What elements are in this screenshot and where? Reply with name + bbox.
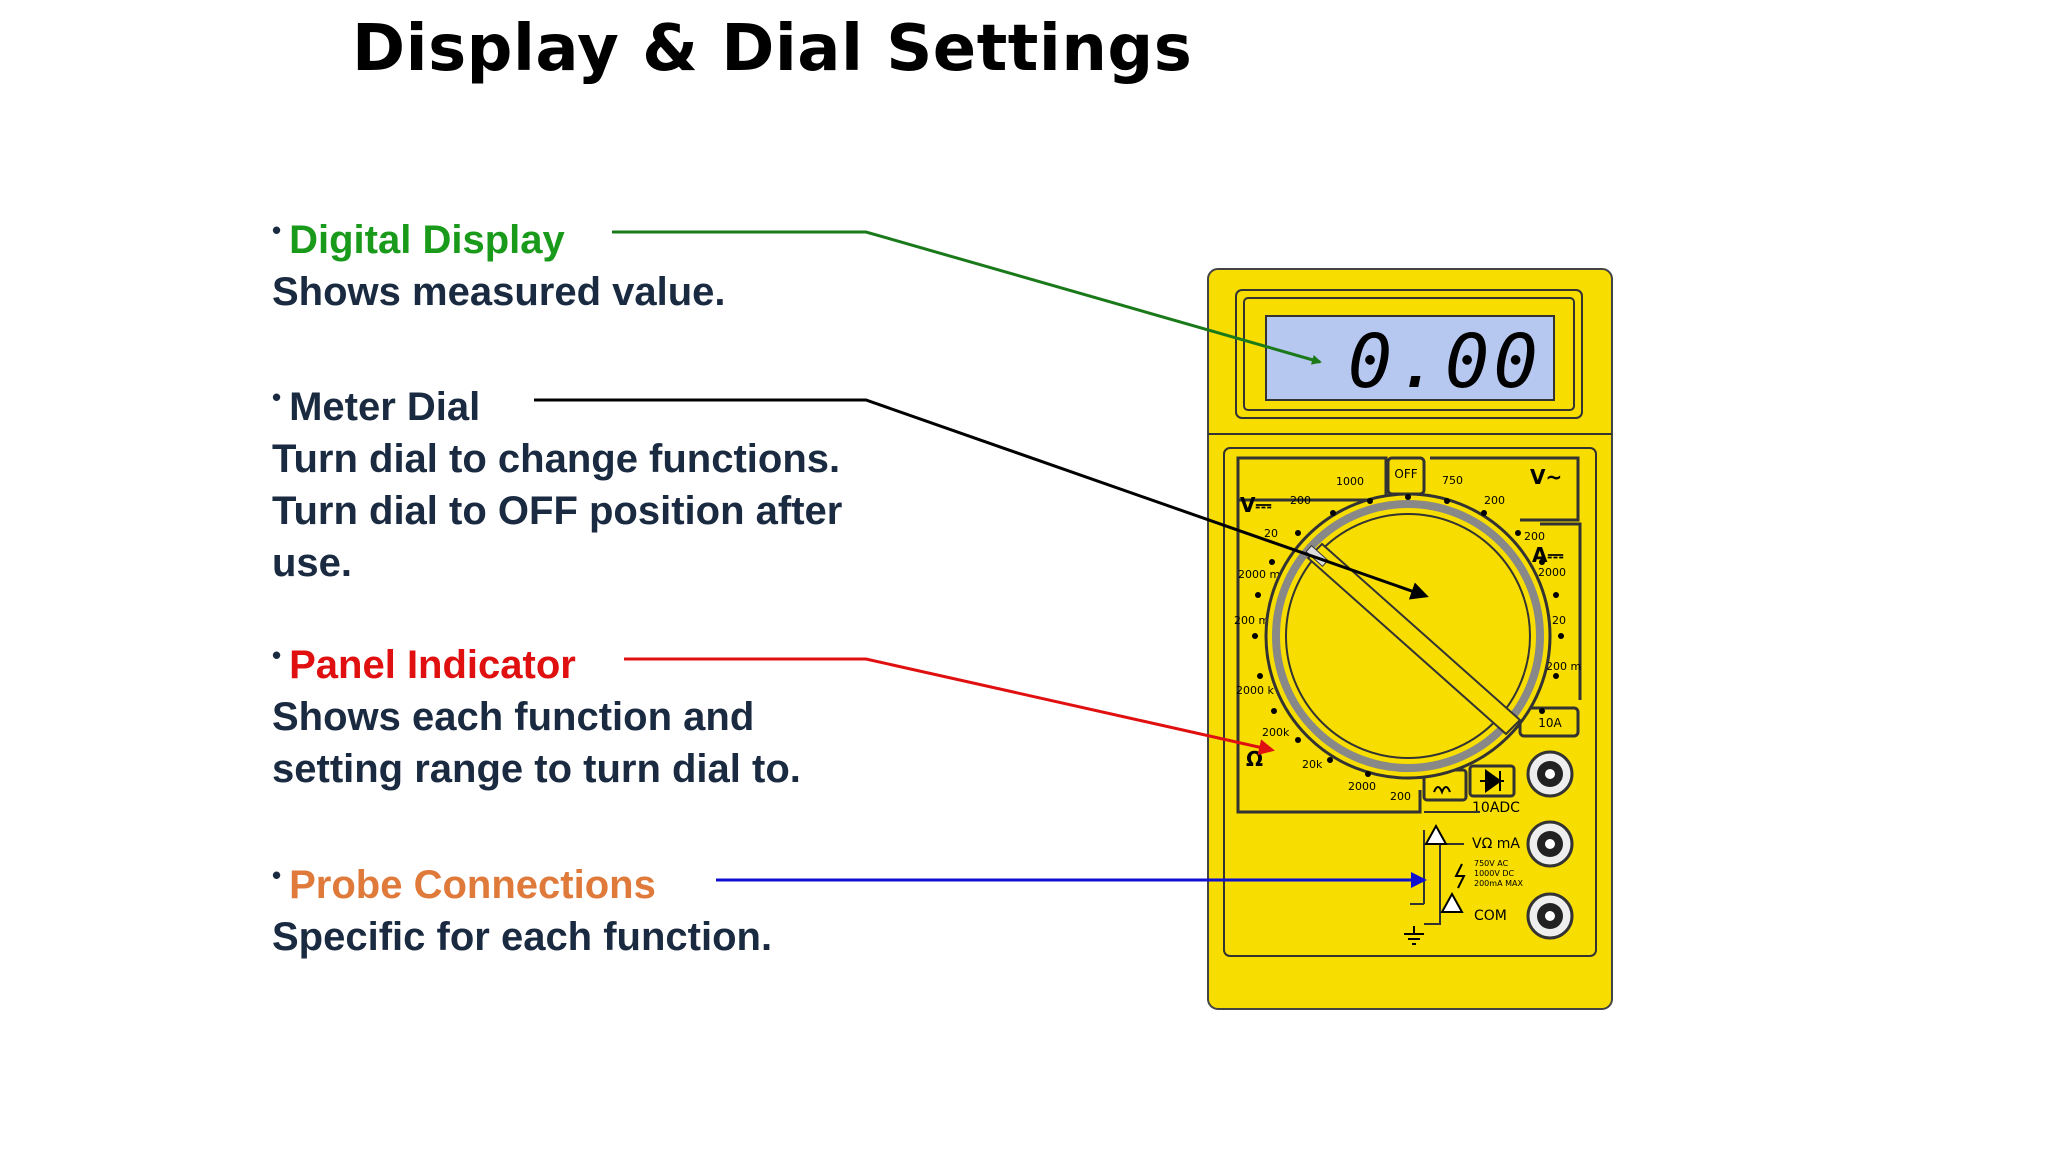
bullet-heading: Probe Connections: [289, 863, 656, 907]
bullet-description: Specific for each function.: [272, 915, 773, 959]
vac-label: V~: [1530, 465, 1562, 489]
range-label: 200k: [1262, 726, 1290, 739]
vdc-label: V⎓: [1240, 493, 1271, 517]
warning-text: 1000V DC: [1474, 869, 1515, 878]
bullet-probe-connections: •Probe Connections Specific for each fun…: [272, 849, 772, 963]
warning-text: 750V AC: [1474, 859, 1509, 868]
jack-vma[interactable]: [1526, 820, 1574, 868]
bullet-description: use.: [272, 541, 353, 585]
warning-triangle-icon: [1424, 823, 1448, 845]
range-label: 1000: [1336, 475, 1364, 488]
bullet-dot: •: [272, 860, 282, 890]
leader-lines: [534, 230, 1429, 888]
range-label: 20: [1264, 527, 1278, 540]
off-label: OFF: [1394, 467, 1417, 481]
meter-dial[interactable]: [1252, 492, 1564, 780]
ohm-label: Ω: [1246, 747, 1263, 771]
range-label: 200: [1524, 530, 1545, 543]
display-bezel-outer: [1235, 289, 1583, 419]
range-label: 2000 k: [1236, 684, 1274, 697]
range-label: 200: [1484, 494, 1505, 507]
lightning-icon: [1454, 863, 1466, 889]
amp-label: A⎓: [1532, 543, 1563, 567]
bullet-dot: •: [272, 382, 282, 412]
bullet-panel-indicator: •Panel Indicator Shows each function and…: [272, 629, 801, 795]
range-label: 2000 m: [1238, 568, 1280, 581]
panel-left-frame: [1236, 458, 1422, 814]
bullet-description: Turn dial to OFF position after: [272, 489, 843, 533]
lcd-reading: 0.00: [1348, 319, 1542, 405]
page-title: Display & Dial Settings: [352, 12, 1193, 86]
amp-frame: [1540, 522, 1582, 700]
jack-com-label: COM: [1474, 908, 1507, 924]
bullet-dot: •: [272, 640, 282, 670]
range-label: 200 m: [1546, 660, 1581, 673]
range-label: 20: [1552, 614, 1566, 627]
bullet-heading: Digital Display: [289, 218, 565, 262]
jack-com[interactable]: [1526, 892, 1574, 940]
range-label: 200: [1390, 790, 1411, 803]
bullet-description: Shows each function and: [272, 695, 755, 739]
range-label: 200 m: [1234, 614, 1269, 627]
bullet-heading: Meter Dial: [289, 385, 481, 429]
dial-tick-dots: [1252, 494, 1564, 777]
leader-panel-indicator: [624, 657, 1275, 755]
leader-meter-dial: [534, 398, 1429, 600]
jack-vma-label: VΩ mA: [1472, 836, 1520, 852]
range-label: 750: [1442, 474, 1463, 487]
leader-digital-display: [612, 230, 1322, 365]
warning-text: 200mA MAX: [1474, 879, 1523, 888]
lower-panel: [1223, 447, 1597, 957]
probe-connections: 10ADC VΩ mA COM 750V AC 1000V DC 200mA M…: [1404, 750, 1574, 945]
range-label: 2000: [1348, 780, 1376, 793]
warning-triangle-icon: [1440, 891, 1464, 913]
bullet-heading: Panel Indicator: [289, 643, 576, 687]
diode-icon: [1468, 764, 1516, 798]
bullet-description: setting range to turn dial to.: [272, 747, 801, 791]
ground-icon: [1404, 926, 1424, 945]
bullet-digital-display: •Digital Display Shows measured value.: [272, 204, 726, 318]
bullet-description: Shows measured value.: [272, 270, 726, 314]
vac-frame: [1430, 456, 1580, 522]
bullet-dot: •: [272, 215, 282, 245]
ten-a-label: 10A: [1538, 716, 1562, 730]
jack-wiring: [1410, 811, 1480, 925]
display-bezel-inner: [1243, 297, 1575, 411]
jack-10adc-label: 10ADC: [1472, 800, 1520, 816]
range-label: 200: [1290, 494, 1311, 507]
bullet-description: Turn dial to change functions.: [272, 437, 841, 481]
bullet-meter-dial: •Meter Dial Turn dial to change function…: [272, 371, 842, 589]
dial-pointer: [1306, 542, 1522, 736]
multimeter-body: 0.00 OFF 10A V⎓ V~ A⎓ Ω 1000 200 20 2000…: [1207, 268, 1613, 1010]
jack-10adc[interactable]: [1526, 750, 1574, 798]
range-label: 2000: [1538, 566, 1566, 579]
range-label: 20k: [1302, 758, 1323, 771]
